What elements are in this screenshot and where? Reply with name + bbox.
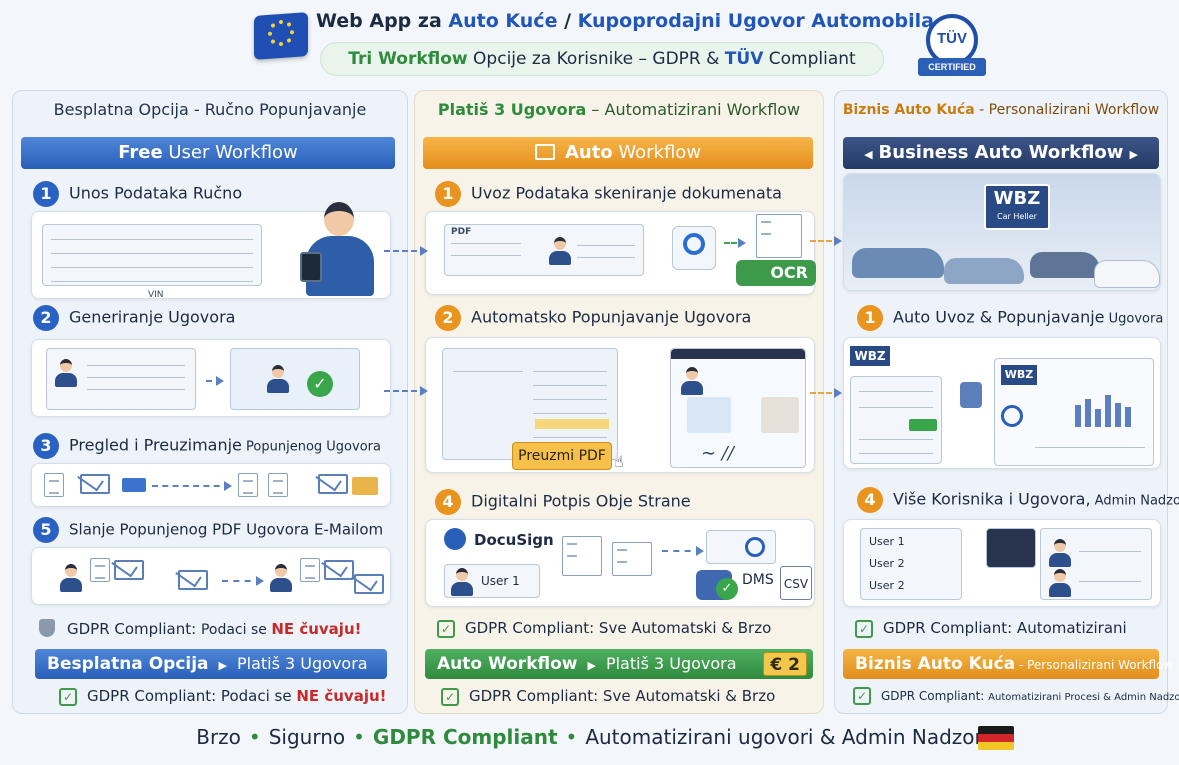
ocr-button[interactable]: OCR xyxy=(736,260,816,286)
free-workflow-column: Besplatna Opcija - Ručno Popunjavanje Fr… xyxy=(12,90,408,714)
free-option-bar[interactable]: Besplatna Opcija▶Platiš 3 Ugovora xyxy=(35,649,387,679)
page-subtitle: Tri Workflow Opcije za Korisnike – GDPR … xyxy=(320,42,884,76)
gdpr-footer-note: ✓GDPR Compliant: Podaci se NE čuvaju! xyxy=(59,687,386,706)
shield-icon xyxy=(39,619,55,637)
check-icon: ✓ xyxy=(437,620,455,638)
free-workflow-banner: Free User Workflow xyxy=(21,137,395,169)
check-icon: ✓ xyxy=(59,688,77,706)
business-workflow-column: Biznis Auto Kuća - Personalizirani Workf… xyxy=(834,90,1179,714)
digital-signature-panel: DocuSign User 1 ✓ DMS CSV xyxy=(425,519,815,607)
auto-workflow-column: Platiš 3 Ugovora – Automatizirani Workfl… xyxy=(414,90,824,714)
column-heading: Platiš 3 Ugovora – Automatizirani Workfl… xyxy=(437,100,801,119)
signature-icon: ∼ ∕∕ xyxy=(701,443,734,464)
auto-workflow-banner: Auto Workflow xyxy=(423,137,813,169)
calendar-icon xyxy=(534,144,555,160)
check-icon: ✓ xyxy=(853,687,871,705)
csv-file-icon: CSV xyxy=(780,566,812,600)
user-1-label: User 1 xyxy=(481,574,520,588)
footer-tagline: Brzo•Sigurno•GDPR Compliant•Automatizira… xyxy=(196,725,983,749)
auto-workflow-bar[interactable]: Auto Workflow▶Platiš 3 Ugovora€ 2 xyxy=(425,649,813,679)
pdf-label: PDF xyxy=(451,227,472,237)
monitor-icon xyxy=(986,528,1036,568)
car-dealership-image: WBZ Car Heller xyxy=(843,173,1161,291)
check-icon: ✓ xyxy=(441,688,459,706)
download-pdf-button[interactable]: Preuzmi PDF xyxy=(512,442,612,470)
price-badge: € 2 xyxy=(763,652,807,676)
business-workflow-banner: ◀Business Auto Workflow▶ xyxy=(843,137,1159,169)
document-scan-panel: PDF OCR xyxy=(425,211,816,295)
wbz-logo: WBZ xyxy=(850,346,890,366)
vin-label: VIN xyxy=(148,290,164,300)
person-with-phone-icon xyxy=(300,196,380,296)
gdpr-note: ✓GDPR Compliant: Automatizirani xyxy=(855,619,1127,638)
check-icon: ✓ xyxy=(855,620,873,638)
gdpr-note: GDPR Compliant: Podaci se NE čuvaju! xyxy=(39,619,361,638)
eu-flag-icon xyxy=(254,12,308,60)
email-sending-panel xyxy=(31,547,391,605)
document-icon xyxy=(44,473,64,497)
page-title: Web App za Auto Kuće / Kupoprodajni Ugov… xyxy=(316,10,934,32)
column-heading: Biznis Auto Kuća - Personalizirani Workf… xyxy=(842,102,1160,118)
scanner-icon xyxy=(672,226,716,270)
tuv-badge-icon: TÜV CERTIFIED xyxy=(918,14,986,78)
german-flag-icon xyxy=(978,726,1014,750)
gdpr-footer-note: ✓GDPR Compliant: Sve Automatski & Brzo xyxy=(441,687,775,706)
user-list-item: User 2 xyxy=(869,579,905,592)
user-list-item: User 1 xyxy=(869,535,905,548)
flow-arrow xyxy=(384,386,428,396)
multi-user-admin-panel: User 1 User 2 User 2 xyxy=(843,519,1161,607)
wbz-sign: WBZ Car Heller xyxy=(984,184,1050,230)
contract-generation-panel: ✓ xyxy=(31,339,391,417)
user-list-item: User 2 xyxy=(869,557,905,570)
car-icon xyxy=(852,248,944,278)
flow-arrow xyxy=(810,388,842,398)
docusign-logo: DocuSign xyxy=(444,528,554,550)
auto-fill-panel: Preuzmi PDF ☝ ∼ ∕∕ xyxy=(425,337,815,473)
envelope-icon xyxy=(80,474,110,494)
gdpr-footer-note: ✓GDPR Compliant: Automatizirani Procesi … xyxy=(853,687,1179,705)
check-icon: ✓ xyxy=(307,371,333,397)
printer-icon xyxy=(960,382,982,408)
flow-arrow xyxy=(384,246,428,256)
business-workflow-bar[interactable]: Biznis Auto Kuća - Personalizirani Workf… xyxy=(843,649,1173,679)
preview-download-panel xyxy=(31,463,391,507)
cursor-icon: ☝ xyxy=(614,452,624,471)
flow-arrow xyxy=(810,236,842,246)
manual-entry-form: VIN xyxy=(31,202,391,300)
form-card xyxy=(42,224,262,286)
column-heading: Besplatna Opcija - Ručno Popunjavanje xyxy=(53,100,367,119)
auto-import-panel: WBZ WBZ xyxy=(843,337,1161,469)
gdpr-note: ✓GDPR Compliant: Sve Automatski & Brzo xyxy=(437,619,771,638)
dms-label: DMS xyxy=(742,572,774,588)
